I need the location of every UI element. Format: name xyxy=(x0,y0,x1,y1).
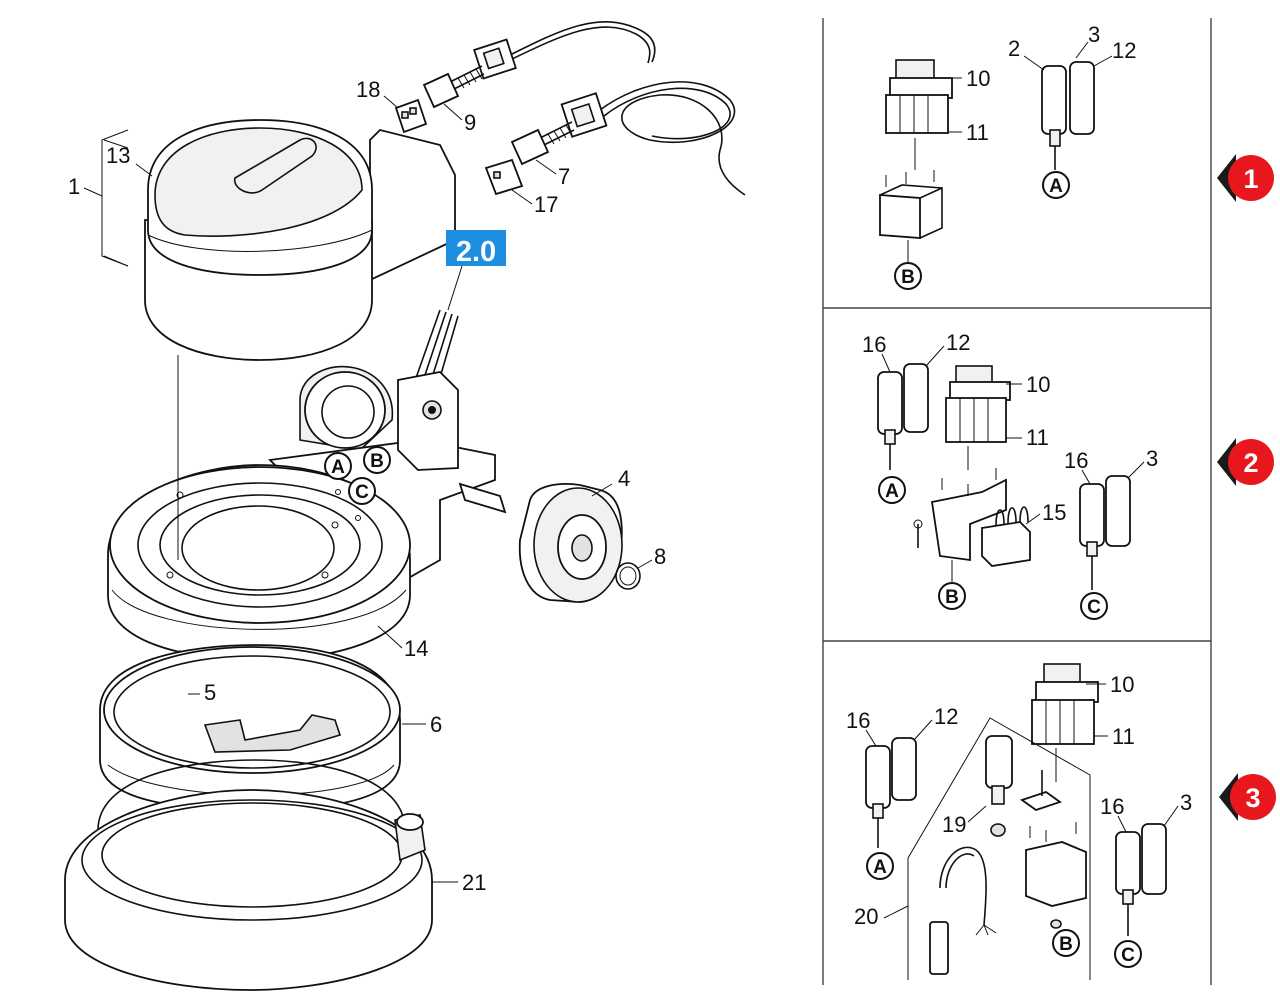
svg-text:A: A xyxy=(1049,176,1063,197)
v3-label-3: 3 xyxy=(1180,790,1192,815)
capacitors-v3-a xyxy=(865,737,917,848)
motor-cover-13 xyxy=(144,119,456,361)
label-1: 1 xyxy=(68,174,80,199)
main-part-labels: 1 13 18 9 7 17 4 8 14 5 6 21 A B xyxy=(68,77,666,895)
svg-text:B: B xyxy=(1059,934,1073,955)
circle-label-C-main: C xyxy=(348,477,376,505)
v1-label-12: 12 xyxy=(1112,38,1136,63)
cable-20 xyxy=(929,846,997,975)
skirt-21 xyxy=(64,759,433,991)
variant-panels-frame xyxy=(822,18,1212,985)
variant-1-panel: 10 11 2 3 12 A B xyxy=(879,22,1136,290)
v3-circle-C: C xyxy=(1114,940,1142,968)
label-7: 7 xyxy=(558,164,570,189)
svg-text:B: B xyxy=(370,451,384,472)
variant-arrow-2-number: 2 xyxy=(1243,448,1258,478)
v3-label-11: 11 xyxy=(1112,724,1135,749)
capacitors-v1 xyxy=(1041,61,1095,170)
capacitors-v2-b xyxy=(1079,475,1131,590)
v3-label-12: 12 xyxy=(934,704,958,729)
capacitors-v2-a xyxy=(877,363,929,470)
label-13: 13 xyxy=(106,143,130,168)
ring-6 xyxy=(99,644,401,811)
label-18: 18 xyxy=(356,77,380,102)
svg-text:B: B xyxy=(901,267,915,288)
v2-circle-A: A xyxy=(878,476,906,504)
variant-arrow-3-number: 3 xyxy=(1245,783,1260,813)
v1-label-11: 11 xyxy=(966,120,989,145)
variant-arrow-2[interactable]: 2 xyxy=(1217,438,1274,486)
contactor-v3 xyxy=(1031,663,1099,782)
circle-label-A-main: A xyxy=(324,452,352,480)
v2-label-10: 10 xyxy=(1026,372,1050,397)
v2-label-16b: 16 xyxy=(1064,448,1088,473)
contactor-v2 xyxy=(945,365,1011,470)
v3-label-19: 19 xyxy=(942,812,966,837)
mount-v3 xyxy=(1020,770,1087,929)
svg-text:A: A xyxy=(331,457,345,478)
variant-2-panel: 16 12 10 11 16 3 15 A B C xyxy=(862,330,1158,620)
v1-circle-B: B xyxy=(894,262,922,290)
bracket-v1 xyxy=(879,170,943,239)
circlip-8 xyxy=(615,562,641,590)
capacitor-19 xyxy=(985,735,1013,837)
v2-label-12: 12 xyxy=(946,330,970,355)
v2-label-11: 11 xyxy=(1026,425,1049,450)
label-4: 4 xyxy=(618,466,630,491)
label-8: 8 xyxy=(654,544,666,569)
v1-label-10: 10 xyxy=(966,66,990,91)
svg-text:C: C xyxy=(1087,597,1101,618)
capacitors-v3-b xyxy=(1115,823,1167,936)
assembly-bracket-1-13 xyxy=(101,129,129,267)
connector-17 xyxy=(484,158,524,196)
v3-label-16a: 16 xyxy=(846,708,870,733)
svg-text:A: A xyxy=(873,857,887,878)
v3-circle-A: A xyxy=(866,852,894,880)
contactor-v1 xyxy=(885,59,953,170)
connector-18 xyxy=(394,98,428,134)
label-14: 14 xyxy=(404,636,428,661)
v3-label-20: 20 xyxy=(854,904,878,929)
variant-arrow-1[interactable]: 1 xyxy=(1217,154,1274,202)
v1-circle-A: A xyxy=(1042,171,1070,199)
label-5: 5 xyxy=(204,680,216,705)
v1-label-3: 3 xyxy=(1088,22,1100,47)
reference-badge-text: 2.0 xyxy=(456,236,496,268)
svg-text:B: B xyxy=(945,587,959,608)
v2-label-3: 3 xyxy=(1146,446,1158,471)
label-17: 17 xyxy=(534,192,558,217)
filter-15 xyxy=(981,506,1031,567)
circle-label-B-main: B xyxy=(363,446,391,474)
v2-label-15: 15 xyxy=(1042,500,1066,525)
svg-text:A: A xyxy=(885,481,899,502)
variant-3-panel: 10 16 12 11 16 3 19 20 A B C xyxy=(846,663,1192,980)
v2-circle-C: C xyxy=(1080,592,1108,620)
label-9: 9 xyxy=(464,110,476,135)
handle-lead-2-0 xyxy=(409,265,463,399)
v3-circle-B: B xyxy=(1052,929,1080,957)
power-cord-upper xyxy=(422,21,656,109)
v3-label-10: 10 xyxy=(1110,672,1134,697)
v2-label-16a: 16 xyxy=(862,332,886,357)
power-cord-lower xyxy=(510,81,746,196)
v1-label-2: 2 xyxy=(1008,36,1020,61)
variant-arrow-1-number: 1 xyxy=(1243,164,1258,194)
svg-text:C: C xyxy=(355,482,369,503)
label-21: 21 xyxy=(462,870,486,895)
svg-text:C: C xyxy=(1121,945,1135,966)
base-chassis-14 xyxy=(107,365,507,661)
v3-label-16b: 16 xyxy=(1100,794,1124,819)
v2-circle-B: B xyxy=(938,582,966,610)
variant-arrow-3[interactable]: 3 xyxy=(1219,773,1276,821)
reference-badge[interactable]: 2.0 xyxy=(446,230,506,268)
wheel-4 xyxy=(518,483,623,603)
label-6: 6 xyxy=(430,712,442,737)
bracket-v2 xyxy=(913,468,1007,562)
